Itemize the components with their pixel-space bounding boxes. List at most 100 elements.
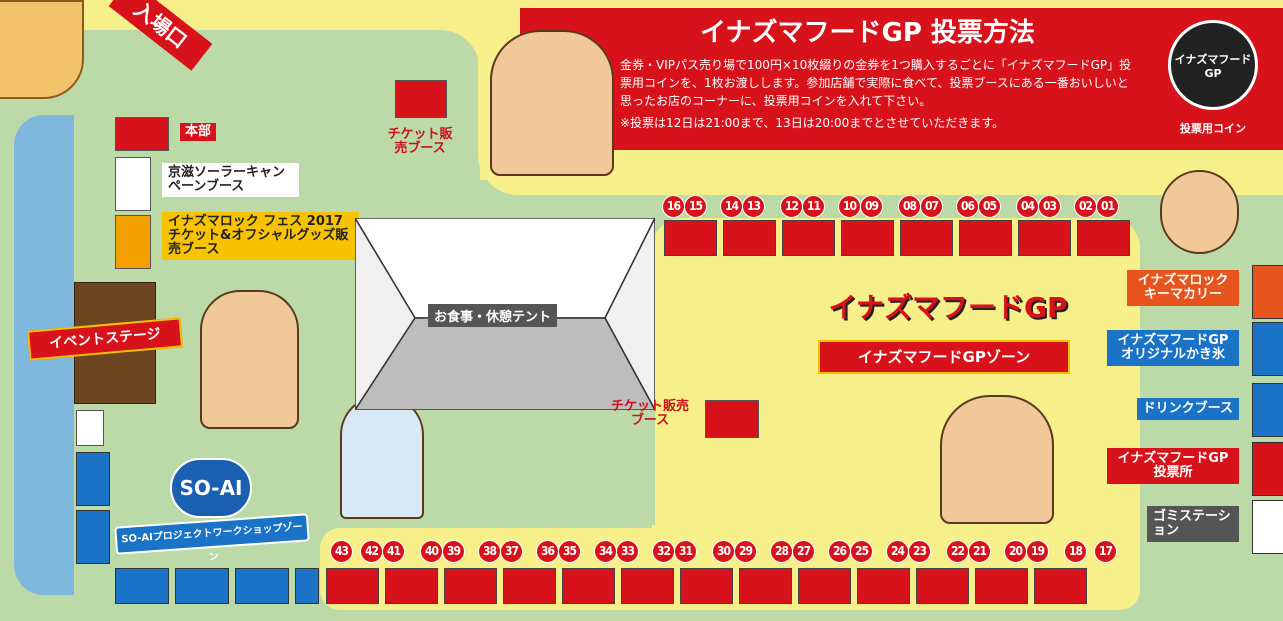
stall-number: 27 xyxy=(792,540,815,563)
stall-number: 42 xyxy=(360,540,383,563)
side-booth-vote[interactable] xyxy=(1252,442,1283,496)
ticket-booth-mid[interactable] xyxy=(705,400,759,438)
blue-booth-left-1[interactable] xyxy=(76,452,110,506)
food-booth[interactable] xyxy=(959,220,1012,256)
stall-number: 29 xyxy=(734,540,757,563)
stall-number: 18 xyxy=(1064,540,1087,563)
side-booth-drink-label: ドリンクブース xyxy=(1136,398,1239,420)
stall-number: 21 xyxy=(968,540,991,563)
stall-number: 01 xyxy=(1096,195,1119,218)
food-booth[interactable] xyxy=(444,568,497,604)
cheering-child-character xyxy=(940,395,1054,524)
side-booth-kakigori[interactable] xyxy=(1252,322,1283,376)
top-booth-row xyxy=(664,220,1134,256)
food-booth[interactable] xyxy=(723,220,776,256)
stall-number: 06 xyxy=(956,195,979,218)
food-gp-logo: イナズマフードGP xyxy=(828,291,1068,324)
stall-number: 26 xyxy=(828,540,851,563)
food-booth[interactable] xyxy=(680,568,733,604)
ticket-booth-top-label: チケット販売ブース xyxy=(387,127,453,156)
stall-number: 39 xyxy=(442,540,465,563)
food-rest-tent xyxy=(355,218,655,410)
stall-number: 02 xyxy=(1074,195,1097,218)
yukata-girl-character xyxy=(340,395,424,519)
bottom-blue-booth-row xyxy=(115,568,325,604)
honbu-booth[interactable] xyxy=(115,117,169,151)
soai-booth[interactable] xyxy=(175,568,229,604)
vote-method-panel xyxy=(520,8,1283,150)
soai-booth[interactable] xyxy=(295,568,319,604)
stall-number: 38 xyxy=(478,540,501,563)
vote-coin-icon: イナズマフードGP xyxy=(1168,20,1258,110)
waving-child-character xyxy=(1160,170,1239,254)
stall-number: 13 xyxy=(742,195,765,218)
inazuma-rock-booth[interactable] xyxy=(115,215,151,269)
white-booth-left[interactable] xyxy=(76,410,104,446)
food-booth[interactable] xyxy=(326,568,379,604)
stall-number: 12 xyxy=(780,195,803,218)
bottom-numbers-row: 43 42 41 40 39 38 37 36 35 34 33 32 31 3… xyxy=(330,540,1130,564)
food-booth[interactable] xyxy=(916,568,969,604)
soai-logo: SO-AI xyxy=(170,458,252,518)
food-booth[interactable] xyxy=(841,220,894,256)
stall-number: 23 xyxy=(908,540,931,563)
stall-number: 09 xyxy=(860,195,883,218)
food-booth[interactable] xyxy=(739,568,792,604)
stall-number: 22 xyxy=(946,540,969,563)
stall-number: 35 xyxy=(558,540,581,563)
ticket-booth-top[interactable] xyxy=(395,80,447,118)
stall-number: 33 xyxy=(616,540,639,563)
stall-number: 37 xyxy=(500,540,523,563)
soai-booth[interactable] xyxy=(235,568,289,604)
side-booth-drink[interactable] xyxy=(1252,383,1283,437)
blue-booth-left-2[interactable] xyxy=(76,510,110,564)
stall-number: 16 xyxy=(662,195,685,218)
food-booth[interactable] xyxy=(975,568,1028,604)
food-booth[interactable] xyxy=(1034,568,1087,604)
kyoshiga-booth[interactable] xyxy=(115,157,151,211)
stall-number: 31 xyxy=(674,540,697,563)
stall-number: 36 xyxy=(536,540,559,563)
soai-logo-text: SO-AI xyxy=(179,476,243,500)
stall-number: 34 xyxy=(594,540,617,563)
ticket-booth-mid-label: チケット販売ブース xyxy=(610,399,689,428)
mascot-girl-entrance xyxy=(0,0,84,99)
side-booth-keema-label: イナズマロックキーマカリー xyxy=(1127,270,1239,306)
stall-number: 03 xyxy=(1038,195,1061,218)
stall-number: 07 xyxy=(920,195,943,218)
stall-number: 19 xyxy=(1026,540,1049,563)
side-booth-keema[interactable] xyxy=(1252,265,1283,319)
food-booth[interactable] xyxy=(385,568,438,604)
top-numbers-row: 16 15 14 13 12 11 10 09 08 07 06 05 04 0… xyxy=(662,195,1132,219)
stall-number: 17 xyxy=(1094,540,1117,563)
vote-coin-label: 投票用コイン xyxy=(1180,122,1246,135)
soai-booth[interactable] xyxy=(115,568,169,604)
side-booth-trash[interactable] xyxy=(1252,500,1283,554)
stall-number: 43 xyxy=(330,540,353,563)
stall-number: 08 xyxy=(898,195,921,218)
food-booth[interactable] xyxy=(1077,220,1130,256)
guitarist-character xyxy=(200,290,299,429)
stall-number: 24 xyxy=(886,540,909,563)
vote-method-title: イナズマフードGP 投票方法 xyxy=(700,18,1035,48)
stall-number: 04 xyxy=(1016,195,1039,218)
thumbs-up-character xyxy=(490,30,614,176)
food-booth[interactable] xyxy=(900,220,953,256)
food-booth[interactable] xyxy=(562,568,615,604)
stall-number: 20 xyxy=(1004,540,1027,563)
stall-number: 40 xyxy=(420,540,443,563)
stall-number: 11 xyxy=(802,195,825,218)
stall-number: 05 xyxy=(978,195,1001,218)
food-booth[interactable] xyxy=(664,220,717,256)
stall-number: 14 xyxy=(720,195,743,218)
stall-number: 30 xyxy=(712,540,735,563)
food-booth[interactable] xyxy=(503,568,556,604)
bottom-red-booth-row xyxy=(326,568,1126,604)
food-booth[interactable] xyxy=(857,568,910,604)
stall-number: 32 xyxy=(652,540,675,563)
food-booth[interactable] xyxy=(782,220,835,256)
food-booth[interactable] xyxy=(1018,220,1071,256)
kyoshiga-label: 京滋ソーラーキャンペーンブース xyxy=(162,163,299,197)
food-booth[interactable] xyxy=(798,568,851,604)
food-booth[interactable] xyxy=(621,568,674,604)
